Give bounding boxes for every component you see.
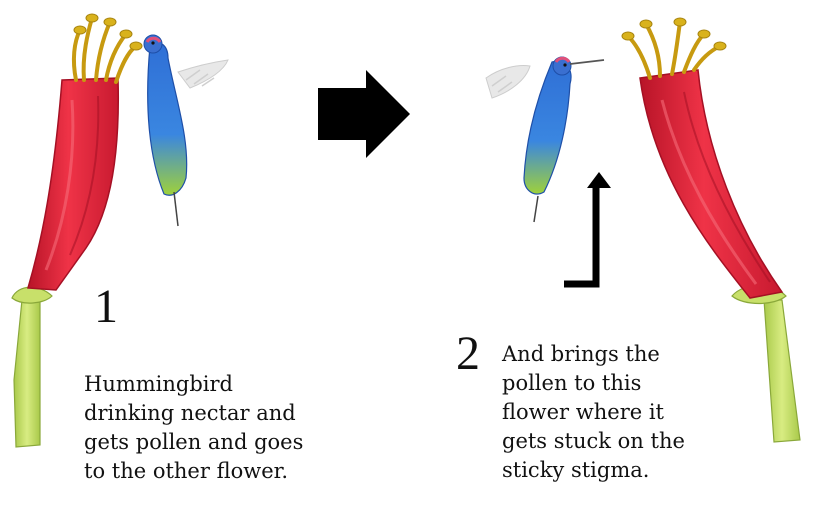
step-1-caption-line: drinking nectar and	[84, 399, 303, 428]
right-flower-tube	[640, 70, 782, 298]
right-hummingbird	[486, 57, 604, 222]
stigma-arrow	[564, 172, 611, 284]
right-arrow	[318, 70, 410, 158]
step-1-caption: Hummingbird drinking nectar and gets pol…	[84, 370, 303, 486]
step-2-caption-line: And brings the	[502, 340, 685, 369]
step-2-caption-line: pollen to this	[502, 369, 685, 398]
step-1-caption-line: Hummingbird	[84, 370, 303, 399]
step-2-caption-line: flower where it	[502, 398, 685, 427]
step-1-caption-line: gets pollen and goes	[84, 428, 303, 457]
right-flower-stem	[732, 286, 800, 443]
step-2-number: 2	[456, 330, 480, 378]
step-2-caption: And brings the pollen to this flower whe…	[502, 340, 685, 485]
step-2-caption-line: sticky stigma.	[502, 456, 685, 485]
step-2-caption-line: gets stuck on the	[502, 427, 685, 456]
right-hummingbird-beak	[570, 60, 604, 64]
left-flower-tube	[28, 78, 118, 290]
left-flower-stem	[12, 287, 52, 447]
step-1-number: 1	[94, 283, 118, 331]
step-1-caption-line: to the other flower.	[84, 457, 303, 486]
left-hummingbird	[144, 35, 228, 226]
